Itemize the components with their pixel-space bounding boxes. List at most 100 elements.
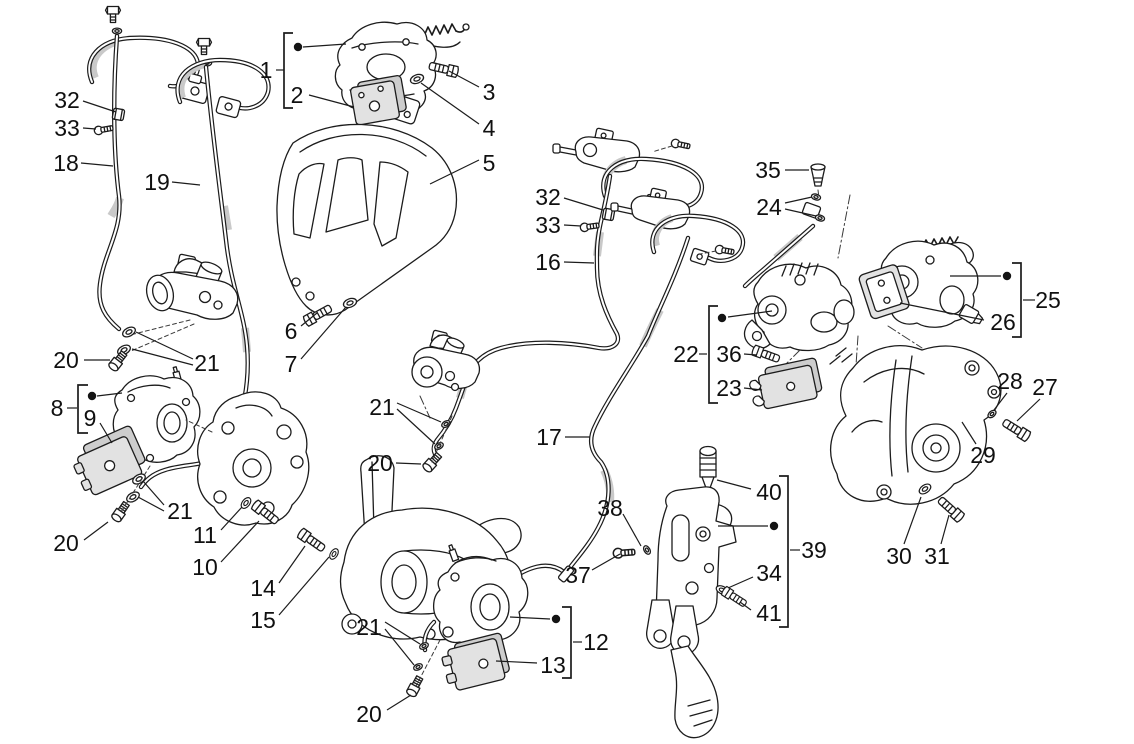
leader-line-21 [384,621,421,645]
callout-20: 20 [367,450,393,476]
rear-brake-caliper-12-drawing [422,544,575,653]
callout-10: 10 [192,554,218,580]
callout-6: 6 [285,318,298,344]
group-12-bullet-leader [509,616,551,620]
callout-28: 28 [997,368,1023,394]
callout-17: 17 [536,424,562,450]
brake-pedal-assembly-39-drawing [646,445,737,739]
front-brake-caliper-8-drawing [112,366,201,463]
group-25-bracket [1012,262,1022,338]
leader-line-36 [743,353,758,356]
leader-line-31 [940,514,950,545]
group-22-bullet-leader [727,310,773,318]
leader-line-7 [300,306,347,360]
banjo-bolt-20-icon [109,499,132,524]
callout-5: 5 [483,150,496,176]
callout-39: 39 [801,537,827,563]
callout-32: 32 [54,87,80,113]
callout-25: 25 [1035,287,1061,313]
leader-line-21 [384,628,415,666]
leader-line-40 [716,479,752,490]
callout-16: 16 [535,249,561,275]
leader-line-41 [739,601,752,611]
disc-guard-5-drawing [276,123,458,316]
leader-line-32 [563,197,604,211]
leader-line-21 [142,480,165,506]
rear-brake-caliper-25-drawing [880,236,984,328]
leader-line-30 [903,496,922,545]
leader-line-26 [899,302,985,321]
callout-7: 7 [285,351,298,377]
callout-20: 20 [53,530,79,556]
callout-33: 33 [535,212,561,238]
banjo-bolt-20-icon [404,674,425,699]
leader-line-21 [135,331,194,360]
leader-line-27 [1016,398,1041,422]
group-39-bullet [769,521,779,531]
leader-line-13 [495,660,538,664]
bolt-14-icon [295,527,328,555]
leader-line-21 [396,408,436,445]
leader-line-19 [171,181,201,186]
callout-15: 15 [250,607,276,633]
leader-line-20 [386,694,412,711]
callout-34: 34 [756,560,782,586]
hose-clamp-32-icon [111,107,126,122]
leader-line-9 [99,422,113,444]
leader-line-24 [784,208,817,217]
callout-14: 14 [250,575,276,601]
washer-icon [810,192,822,202]
leader-line-21 [137,496,165,512]
washer-21-icon [417,640,431,652]
callout-3: 3 [483,79,496,105]
group-8-bullet [87,391,97,401]
washer-21-icon [439,418,453,430]
brake-hose-16-drawing [431,173,621,457]
leader-line-15 [278,556,330,616]
brake-hose-19-drawing [138,37,271,490]
callout-9: 9 [84,405,97,431]
hex-bolt-icon [195,37,213,56]
callout-2: 2 [291,82,304,108]
washer-15-icon [327,546,341,562]
leader-line-28 [993,392,1008,411]
washer-21-icon [120,324,138,340]
leader-line-29 [961,421,977,445]
callout-19: 19 [144,169,170,195]
rear-brake-caliper-22-drawing [743,262,855,373]
leader-line-21 [396,402,442,423]
hex-bolt-icon [104,5,122,24]
callout-40: 40 [756,479,782,505]
leader-line-20 [83,521,109,541]
bolt-27-icon [1000,416,1033,443]
rear-master-cylinder-drawing [411,329,481,419]
callout-21: 21 [356,614,382,640]
callout-21: 21 [167,498,193,524]
callout-22: 22 [673,341,699,367]
callout-29: 29 [970,442,996,468]
washer-icon [814,213,826,223]
leader-line-4 [420,82,480,125]
callout-38: 38 [597,495,623,521]
callout-31: 31 [924,543,950,569]
front-master-cylinder-drawing [130,253,239,352]
callout-20: 20 [356,701,382,727]
loop-screw-icon [669,137,692,152]
leader-line-38 [622,513,642,547]
leader-line-33 [563,224,582,227]
hose-fitting-24-drawing [742,192,851,289]
brake-hose-17-drawing [565,235,859,573]
group-1-bullet [293,42,303,52]
leader-line-32 [82,100,117,113]
callout-35: 35 [755,157,781,183]
callout-13: 13 [540,652,566,678]
brake-pads-13-drawing [441,632,510,691]
callout-37: 37 [565,562,591,588]
callout-27: 27 [1032,374,1058,400]
leader-line-20 [395,462,422,465]
group-12-bullet [551,614,561,624]
callout-23: 23 [716,375,742,401]
hose-clamp-32-icon [601,207,616,222]
